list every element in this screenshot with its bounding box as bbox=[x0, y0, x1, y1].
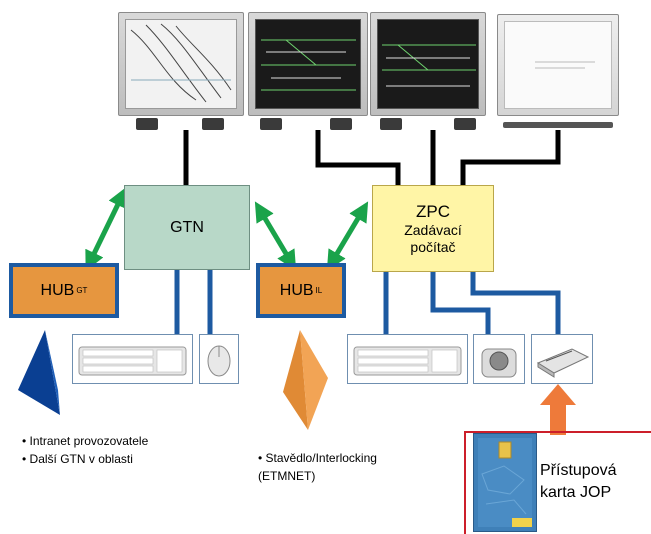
hub-gt-sub: GT bbox=[76, 286, 88, 295]
zpc-box: ZPC Zadávací počítač bbox=[372, 185, 494, 272]
card-reader-icon bbox=[536, 348, 590, 378]
gtn-mouse bbox=[199, 334, 239, 384]
line-zpc-trackball bbox=[430, 270, 491, 334]
keyboard-icon bbox=[78, 346, 187, 376]
monitor-1 bbox=[118, 12, 244, 130]
screen-track-diagram bbox=[130, 23, 232, 103]
zpc-keyboard bbox=[347, 334, 468, 384]
network-lines bbox=[174, 268, 561, 334]
orange-arrow bbox=[540, 384, 576, 435]
cable-zpc-monitor-4 bbox=[460, 130, 561, 185]
mouse-icon bbox=[207, 345, 231, 377]
keyboard-icon bbox=[353, 346, 462, 376]
monitor-4 bbox=[497, 14, 619, 130]
card-label-line1: Přístupová bbox=[540, 462, 617, 479]
access-card-icon bbox=[478, 438, 532, 527]
access-card bbox=[473, 433, 537, 532]
arrow-hubil-zpc bbox=[326, 201, 369, 271]
intranet-diamond bbox=[18, 330, 60, 415]
monitor-2 bbox=[248, 12, 368, 130]
screen-text-panel bbox=[535, 61, 595, 69]
monitor-3 bbox=[370, 12, 486, 130]
note-etmnet: (ETMNET) bbox=[258, 469, 316, 483]
note-other-gtn: • Další GTN v oblasti bbox=[22, 452, 133, 466]
green-arrows bbox=[85, 187, 369, 271]
hub-il-label: HUB bbox=[279, 281, 314, 299]
left-notes: • Intranet provozovatele • Další GTN v o… bbox=[22, 432, 148, 468]
zpc-card-reader bbox=[531, 334, 593, 384]
interlocking-diamond bbox=[283, 330, 328, 430]
hub-il-sub: IL bbox=[315, 286, 323, 295]
arrow-hubgt-gtn bbox=[85, 187, 127, 271]
monitor-cables bbox=[183, 130, 561, 185]
note-intranet: • Intranet provozovatele bbox=[22, 434, 149, 448]
gtn-keyboard bbox=[72, 334, 193, 384]
screen-station-layout bbox=[261, 39, 356, 91]
card-frame bbox=[464, 431, 651, 534]
gtn-label: GTN bbox=[170, 218, 204, 236]
middle-notes: • Stavědlo/Interlocking (ETMNET) bbox=[258, 449, 377, 485]
trackball-icon bbox=[481, 348, 517, 378]
gtn-box: GTN bbox=[124, 185, 250, 270]
screen-station-layout-2 bbox=[382, 44, 476, 87]
cable-zpc-monitor-2 bbox=[315, 130, 401, 185]
zpc-line1: Zadávací bbox=[404, 221, 462, 238]
hub-gt-label: HUB bbox=[40, 281, 75, 299]
zpc-trackball bbox=[473, 334, 525, 384]
access-card-label: Přístupová karta JOP bbox=[540, 460, 616, 504]
note-interlocking: • Stavědlo/Interlocking bbox=[258, 451, 377, 465]
zpc-line2: počítač bbox=[410, 238, 456, 255]
line-zpc-cardreader bbox=[470, 270, 561, 334]
card-label-line2: karta JOP bbox=[540, 484, 612, 501]
zpc-title: ZPC bbox=[416, 201, 450, 221]
arrow-hubil-gtn bbox=[254, 201, 297, 271]
